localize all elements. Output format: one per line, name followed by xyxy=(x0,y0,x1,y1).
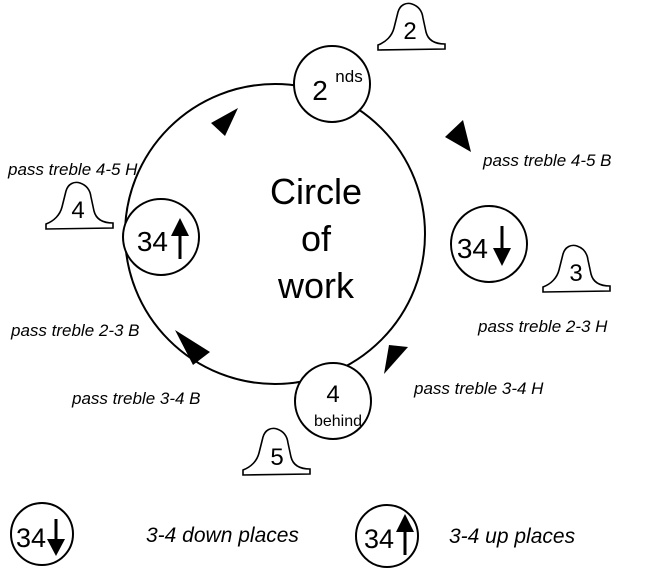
node-4-behind-sub: behind xyxy=(314,413,362,430)
bell-5: 5 xyxy=(242,427,311,476)
bell-5-label: 5 xyxy=(270,444,283,471)
legend-up-arrow-icon xyxy=(396,514,414,555)
legend-down-label: 3-4 down places xyxy=(146,524,299,547)
legend-up-places: 34 3-4 up places xyxy=(355,504,576,568)
bell-4: 4 xyxy=(45,181,114,230)
node-2nds-sup: nds xyxy=(335,67,362,86)
legend-down-arrow-icon xyxy=(47,519,65,556)
bell-3: 3 xyxy=(542,244,611,293)
legend-down-places: 34 3-4 down places xyxy=(10,502,299,566)
legend-down-symbol: 34 xyxy=(16,523,46,553)
bell-3-icon xyxy=(542,244,611,293)
label-pass-treble-4-5-h: pass treble 4-5 H xyxy=(7,160,138,179)
bell-3-label: 3 xyxy=(569,260,582,287)
node-34-down-right-label: 34 xyxy=(457,233,488,264)
node-34-up-left: 34 xyxy=(122,198,200,276)
arrow-bottom-left-icon xyxy=(175,330,210,365)
legend-up-symbol: 34 xyxy=(364,524,394,554)
bell-2: 2 xyxy=(377,2,446,51)
bell-4-icon xyxy=(45,181,114,230)
node-34-up-left-label: 34 xyxy=(137,226,168,257)
bell-5-icon xyxy=(242,427,311,476)
label-pass-treble-3-4-h: pass treble 3-4 H xyxy=(413,379,544,398)
center-title: Circle of work xyxy=(270,171,362,306)
down-arrow-icon xyxy=(493,226,511,266)
bell-2-label: 2 xyxy=(403,18,416,45)
center-title-line1: Circle xyxy=(270,171,362,212)
label-pass-treble-3-4-b: pass treble 3-4 B xyxy=(71,389,201,408)
arrow-bottom-right-icon xyxy=(384,345,408,374)
label-pass-treble-2-3-h: pass treble 2-3 H xyxy=(477,317,608,336)
legend-up-label: 3-4 up places xyxy=(449,525,576,548)
label-pass-treble-2-3-b: pass treble 2-3 B xyxy=(10,321,140,340)
bell-2-icon xyxy=(377,2,446,51)
arrow-top-right-icon xyxy=(445,120,471,152)
node-34-down-right: 34 xyxy=(450,205,528,283)
node-2nds-main: 2 xyxy=(312,75,328,106)
up-arrow-icon xyxy=(171,218,189,259)
node-2nds: 2 nds xyxy=(293,45,371,123)
node-4-behind-main: 4 xyxy=(326,381,339,408)
node-4-behind: 4 behind xyxy=(294,362,372,440)
center-title-line3: work xyxy=(277,265,355,306)
center-title-line2: of xyxy=(301,218,332,259)
bell-4-label: 4 xyxy=(71,197,84,224)
label-pass-treble-4-5-b: pass treble 4-5 B xyxy=(482,151,612,170)
arrow-top-left-icon xyxy=(211,108,238,136)
